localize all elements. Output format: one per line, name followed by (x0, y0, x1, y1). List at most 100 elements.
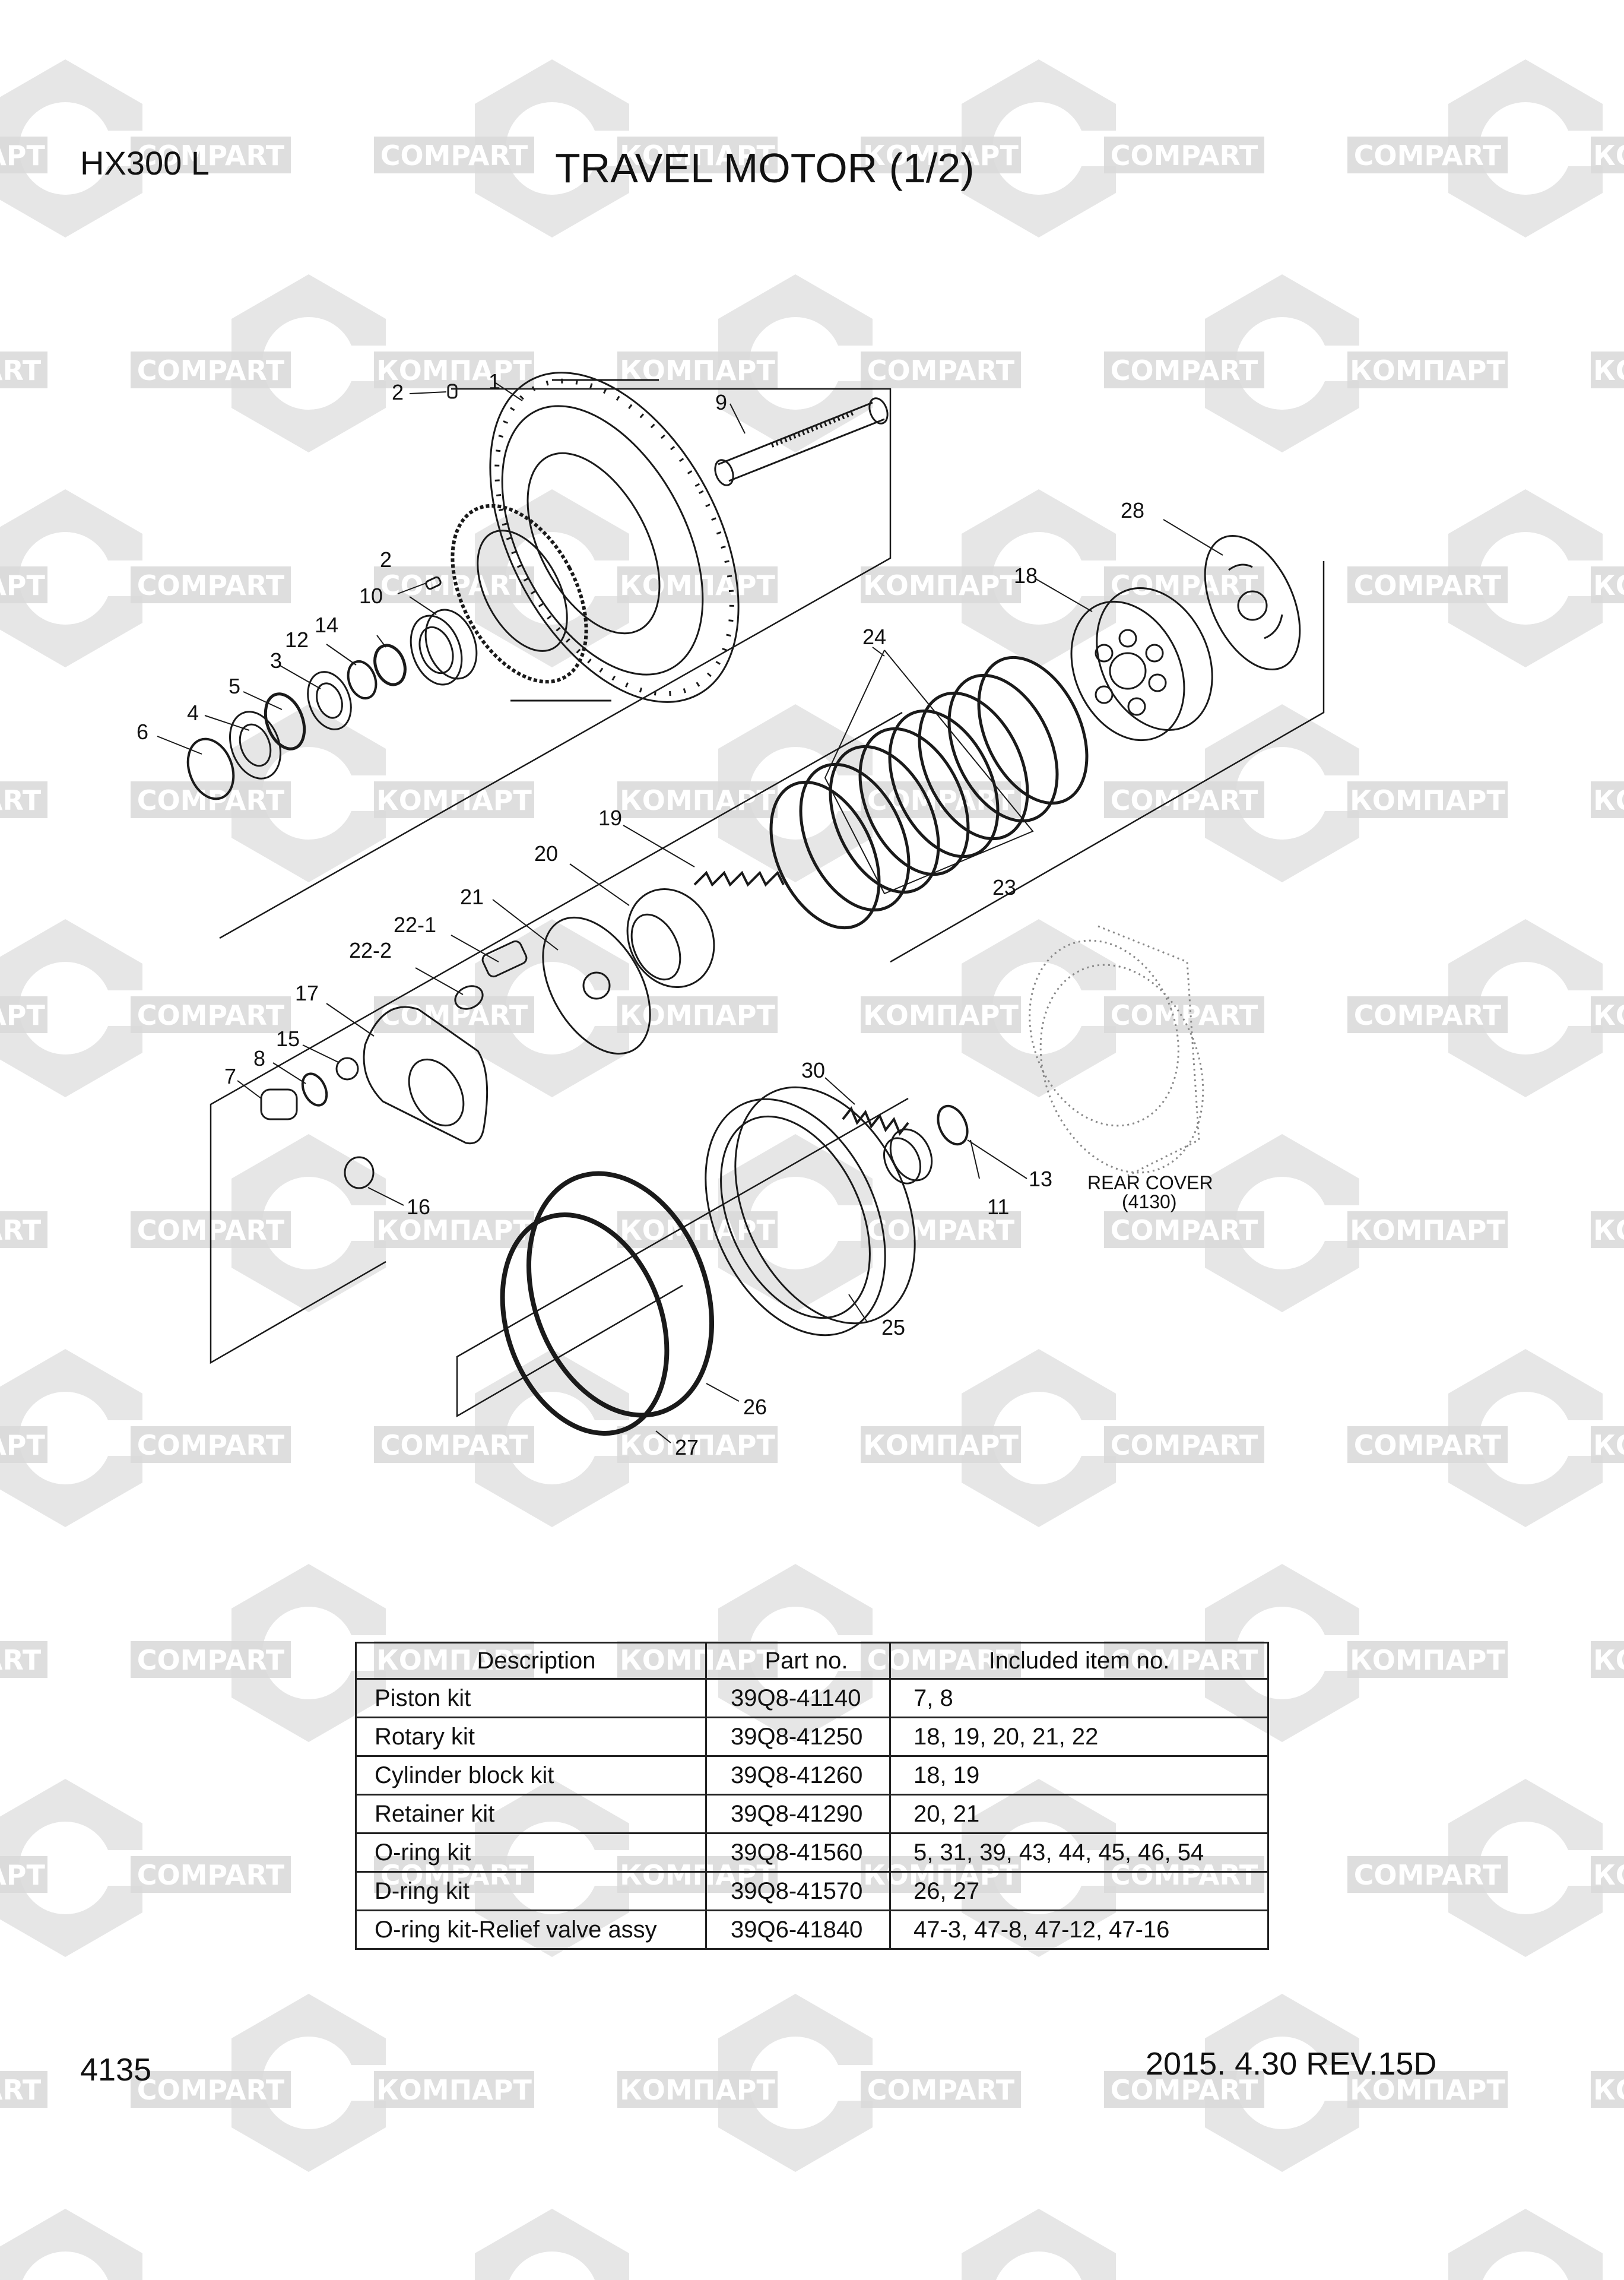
pin-2-top (447, 384, 458, 399)
cell-part-no: 39Q6-41840 (705, 1910, 891, 1950)
watermark-band (1347, 352, 1508, 388)
watermark-band (131, 137, 291, 173)
watermark-text: COMPART (0, 1214, 42, 1246)
callout-13: 13 (1029, 1167, 1052, 1191)
cell-included-items: 5, 31, 39, 43, 44, 45, 46, 54 (889, 1832, 1269, 1873)
watermark-band (861, 996, 1021, 1033)
watermark-text: КОМПАРТ (0, 569, 45, 601)
cell-description: Piston kit (355, 1678, 707, 1718)
watermark-text: КОМПАРТ (376, 784, 532, 816)
watermark-text: COMPART (0, 354, 42, 387)
callout-27: 27 (675, 1435, 699, 1459)
callout-20: 20 (534, 841, 558, 866)
cell-part-no: 39Q8-41250 (705, 1717, 891, 1757)
watermark-band (861, 2071, 1021, 2108)
watermark-band (1347, 137, 1508, 173)
table-row: Retainer kit 39Q8-41290 20, 21 (355, 1794, 1269, 1834)
watermark-band (1347, 781, 1508, 818)
watermark-text: COMPART (137, 999, 285, 1031)
watermark-band (1591, 1211, 1624, 1248)
watermark-band (374, 996, 534, 1033)
watermark-band (1347, 1641, 1508, 1678)
watermark-text: КОМПАРТ (376, 354, 532, 387)
watermark-text: COMPART (380, 140, 528, 172)
col-part-no: Part no. (705, 1642, 891, 1680)
watermark-band (131, 1856, 291, 1893)
watermark-band (617, 2071, 778, 2108)
motor-housing (451, 372, 740, 703)
callout-10: 10 (359, 584, 383, 608)
watermark-band (1591, 137, 1624, 173)
seals-left (186, 609, 478, 800)
watermark-text: COMPART (1111, 999, 1258, 1031)
watermark-band (0, 1856, 47, 1893)
callout-3: 3 (270, 648, 282, 673)
d-ring-27 (500, 1212, 670, 1436)
cell-included-items: 47-3, 47-8, 47-12, 47-16 (889, 1910, 1269, 1950)
watermark-band (0, 352, 47, 388)
watermark-text: КОМПАРТ (620, 784, 775, 816)
watermark-band (1347, 566, 1508, 603)
watermark-text: COMPART (380, 999, 528, 1031)
watermark-text: КОМПАРТ (1593, 140, 1624, 172)
watermark-band (0, 1641, 47, 1678)
watermark-text: КОМПАРТ (1593, 1429, 1624, 1461)
page-title: TRAVEL MOTOR (1/2) (555, 145, 975, 191)
watermark-text: COMPART (137, 1859, 285, 1891)
callout-17: 17 (295, 981, 319, 1005)
watermark-text: COMPART (1354, 569, 1502, 601)
cell-included-items: 7, 8 (889, 1678, 1269, 1718)
watermark-text: КОМПАРТ (0, 140, 45, 172)
watermark-text: COMPART (1354, 1429, 1502, 1461)
rear-cover-code: (4130) (1122, 1191, 1177, 1212)
watermark-text: COMPART (0, 784, 42, 816)
watermark-band (131, 2071, 291, 2108)
watermark-band (374, 2071, 534, 2108)
watermark-band (131, 352, 291, 388)
watermark-text: COMPART (1111, 784, 1258, 816)
watermark-band (1591, 996, 1624, 1033)
watermark-text: КОМПАРТ (863, 1429, 1019, 1461)
watermark-band (1347, 1426, 1508, 1463)
watermark-band (1104, 137, 1264, 173)
callout-9: 9 (715, 390, 727, 414)
table-row: Cylinder block kit 39Q8-41260 18, 19 (355, 1755, 1269, 1796)
col-included-items: Included item no. (889, 1642, 1269, 1680)
watermark-band (0, 1426, 47, 1463)
callout-1: 1 (489, 369, 500, 394)
watermark-text: КОМПАРТ (1593, 999, 1624, 1031)
callout-2-mid: 2 (380, 547, 392, 572)
watermark-band (1591, 2071, 1624, 2108)
watermark-text: COMPART (380, 1429, 528, 1461)
watermark-text: КОМПАРТ (0, 999, 45, 1031)
watermark-band (374, 781, 534, 818)
watermark-text: КОМПАРТ (376, 1214, 532, 1246)
callout-4: 4 (187, 701, 199, 725)
watermark-text: COMPART (1354, 999, 1502, 1031)
callout-16: 16 (407, 1195, 430, 1219)
retainer-20 (626, 888, 715, 989)
watermark-band (1104, 1211, 1264, 1248)
cell-part-no: 39Q8-41560 (705, 1832, 891, 1873)
revision-date: 2015. 4.30 REV.15D (1146, 2046, 1437, 2082)
watermark-text: COMPART (867, 2074, 1015, 2106)
watermark-text: КОМПАРТ (620, 999, 775, 1031)
watermark-band (1591, 1641, 1624, 1678)
cell-included-items: 26, 27 (889, 1871, 1269, 1911)
callout-21: 21 (460, 885, 484, 909)
cell-included-items: 18, 19, 20, 21, 22 (889, 1717, 1269, 1757)
callout-19: 19 (598, 806, 622, 830)
callout-24: 24 (862, 625, 886, 649)
watermark-text: COMPART (137, 1429, 285, 1461)
watermark-text: COMPART (1111, 2074, 1258, 2106)
watermark-band (1104, 996, 1264, 1033)
watermark-band (1104, 781, 1264, 818)
watermark-text: COMPART (137, 354, 285, 387)
watermark-band (617, 352, 778, 388)
watermark-band (131, 566, 291, 603)
watermark-text: COMPART (1354, 1859, 1502, 1891)
watermark-text: COMPART (1111, 1214, 1258, 1246)
watermark-text: COMPART (1111, 1429, 1258, 1461)
watermark-band (1104, 566, 1264, 603)
